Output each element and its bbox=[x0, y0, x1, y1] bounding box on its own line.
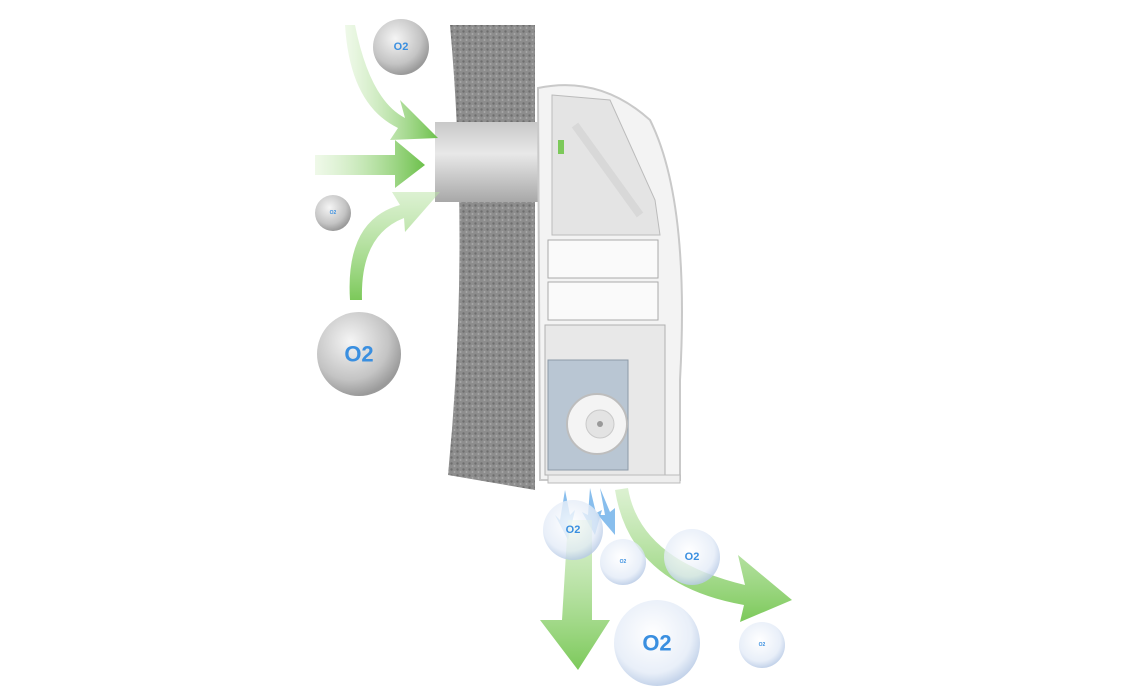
ventilation-unit bbox=[536, 84, 683, 484]
outlet-bubble: O2 bbox=[739, 622, 785, 668]
svg-text:O2: O2 bbox=[344, 342, 373, 367]
svg-text:O2: O2 bbox=[620, 559, 627, 565]
svg-text:O2: O2 bbox=[566, 524, 581, 536]
intake-pipe bbox=[435, 122, 545, 202]
svg-text:O2: O2 bbox=[394, 41, 409, 53]
arrow-bottom bbox=[349, 192, 440, 300]
outlet-bubble: O2 bbox=[543, 500, 603, 560]
arrow-down bbox=[540, 520, 610, 670]
intake-bubble: O2 bbox=[315, 195, 351, 231]
svg-text:O2: O2 bbox=[330, 210, 337, 216]
svg-text:O2: O2 bbox=[642, 631, 671, 656]
arrow-top bbox=[345, 25, 438, 140]
wall bbox=[448, 25, 535, 490]
svg-text:O2: O2 bbox=[685, 551, 700, 563]
outlet-bubble: O2 bbox=[600, 539, 646, 585]
svg-text:O2: O2 bbox=[759, 642, 766, 648]
arrow-right bbox=[615, 488, 792, 622]
intake-bubble: O2 bbox=[373, 19, 429, 75]
outlet-bubble: O2 bbox=[664, 529, 720, 585]
intake-bubble: O2 bbox=[317, 312, 401, 396]
outlet-bubble: O2 bbox=[614, 600, 700, 686]
arrow-middle bbox=[315, 140, 425, 188]
intake-arrows bbox=[315, 25, 440, 300]
